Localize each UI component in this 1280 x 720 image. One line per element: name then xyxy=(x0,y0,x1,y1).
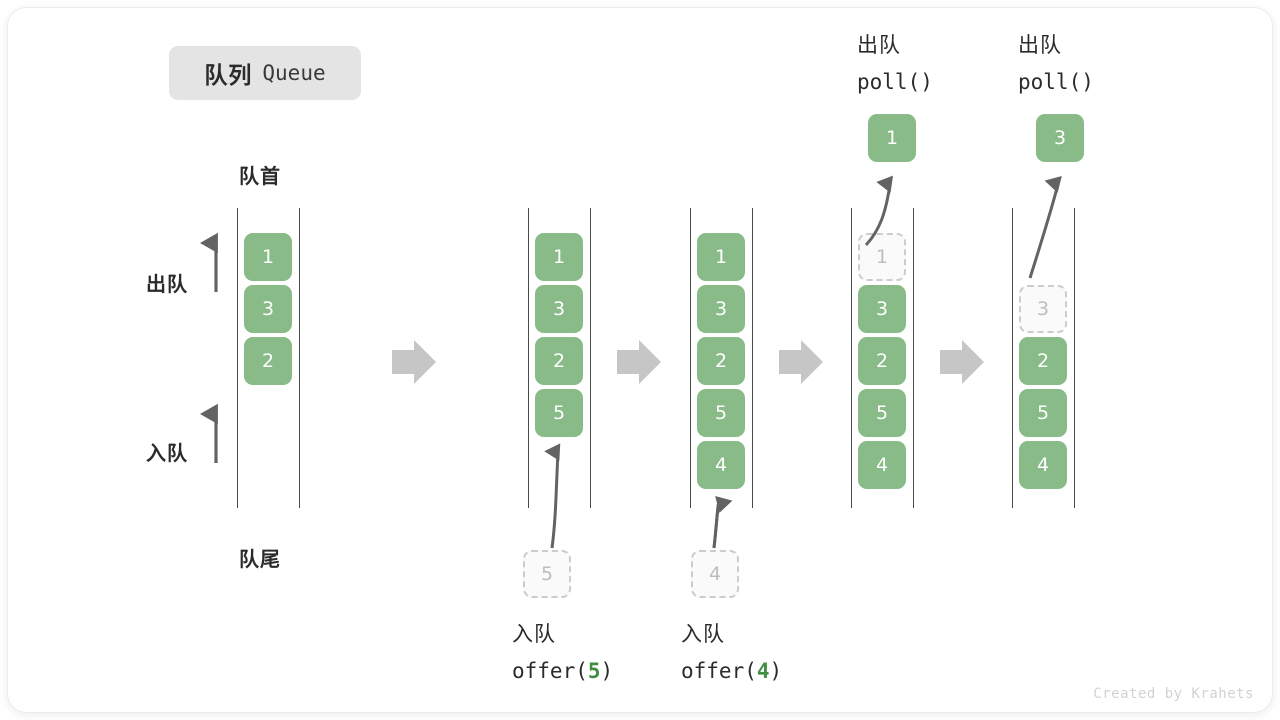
caption-offer-4-code: offer(4) xyxy=(681,653,782,689)
label-queue-head: 队首 xyxy=(239,166,281,188)
queue-cell-removed: 1 xyxy=(858,233,906,281)
queue-column-initial: 1 3 2 xyxy=(237,208,300,508)
column-rail-right xyxy=(913,208,914,508)
caption-poll-3-cn: 出队 xyxy=(1018,34,1062,57)
caption-offer-5-cn: 入队 xyxy=(512,623,556,646)
caption-offer-4-arg: 4 xyxy=(756,659,770,683)
queue-cell: 5 xyxy=(858,389,906,437)
queue-cell: 2 xyxy=(697,337,745,385)
column-rail-right xyxy=(299,208,300,508)
queue-cell: 4 xyxy=(858,441,906,489)
queue-column-poll-3: 3 2 5 4 xyxy=(1012,208,1075,508)
diagram-title-en: Queue xyxy=(262,61,326,85)
queue-cell: 3 xyxy=(244,285,292,333)
queue-cell: 5 xyxy=(1019,389,1067,437)
column-rail-left xyxy=(237,208,238,508)
queue-cell: 2 xyxy=(535,337,583,385)
caption-poll-3-code: poll() xyxy=(1018,70,1094,94)
caption-poll-1-cn: 出队 xyxy=(857,34,901,57)
queue-cell: 5 xyxy=(697,389,745,437)
queue-column-after-offer-5: 1 3 2 5 xyxy=(528,208,591,508)
queue-cell: 1 xyxy=(535,233,583,281)
diagram-title-chip: 队列 Queue xyxy=(169,46,361,100)
label-dequeue-direction: 出队 xyxy=(146,274,188,296)
caption-poll-1-code: poll() xyxy=(857,70,933,94)
queue-cell: 3 xyxy=(535,285,583,333)
label-enqueue-direction: 入队 xyxy=(146,443,188,465)
pending-element-5: 5 xyxy=(523,550,571,598)
caption-offer-5-code: offer(5) xyxy=(512,653,613,689)
caption-offer-5-prefix: offer( xyxy=(512,659,588,683)
column-rail-right xyxy=(1074,208,1075,508)
caption-poll-1: 出队 poll() xyxy=(857,28,933,100)
queue-cell: 3 xyxy=(858,285,906,333)
queue-cell: 1 xyxy=(244,233,292,281)
column-rail-left xyxy=(528,208,529,508)
caption-offer-4-suffix: ) xyxy=(769,659,783,683)
column-rail-right xyxy=(590,208,591,508)
caption-offer-5: 入队 offer(5) xyxy=(512,617,613,689)
popped-element-3: 3 xyxy=(1036,114,1084,162)
column-rail-left xyxy=(851,208,852,508)
diagram-card xyxy=(8,8,1272,712)
caption-offer-4: 入队 offer(4) xyxy=(681,617,782,689)
queue-cell: 4 xyxy=(1019,441,1067,489)
column-rail-left xyxy=(1012,208,1013,508)
queue-cell-removed: 3 xyxy=(1019,285,1067,333)
queue-cell: 2 xyxy=(244,337,292,385)
caption-offer-5-arg: 5 xyxy=(587,659,601,683)
queue-cell: 4 xyxy=(697,441,745,489)
pending-element-4: 4 xyxy=(691,550,739,598)
queue-cell: 5 xyxy=(535,389,583,437)
queue-cell: 1 xyxy=(697,233,745,281)
watermark-credit: Created by Krahets xyxy=(1093,686,1254,702)
diagram-title-cn: 队列 xyxy=(204,62,253,88)
queue-cell: 3 xyxy=(697,285,745,333)
caption-poll-3: 出队 poll() xyxy=(1018,28,1094,100)
caption-offer-4-cn: 入队 xyxy=(681,623,725,646)
popped-element-1: 1 xyxy=(868,114,916,162)
queue-column-after-offer-4: 1 3 2 5 4 xyxy=(690,208,753,508)
queue-cell: 2 xyxy=(858,337,906,385)
caption-offer-4-prefix: offer( xyxy=(681,659,757,683)
queue-cell: 2 xyxy=(1019,337,1067,385)
queue-column-poll-1: 1 3 2 5 4 xyxy=(851,208,914,508)
column-rail-right xyxy=(752,208,753,508)
label-queue-tail: 队尾 xyxy=(239,549,281,571)
column-rail-left xyxy=(690,208,691,508)
caption-offer-5-suffix: ) xyxy=(600,659,614,683)
